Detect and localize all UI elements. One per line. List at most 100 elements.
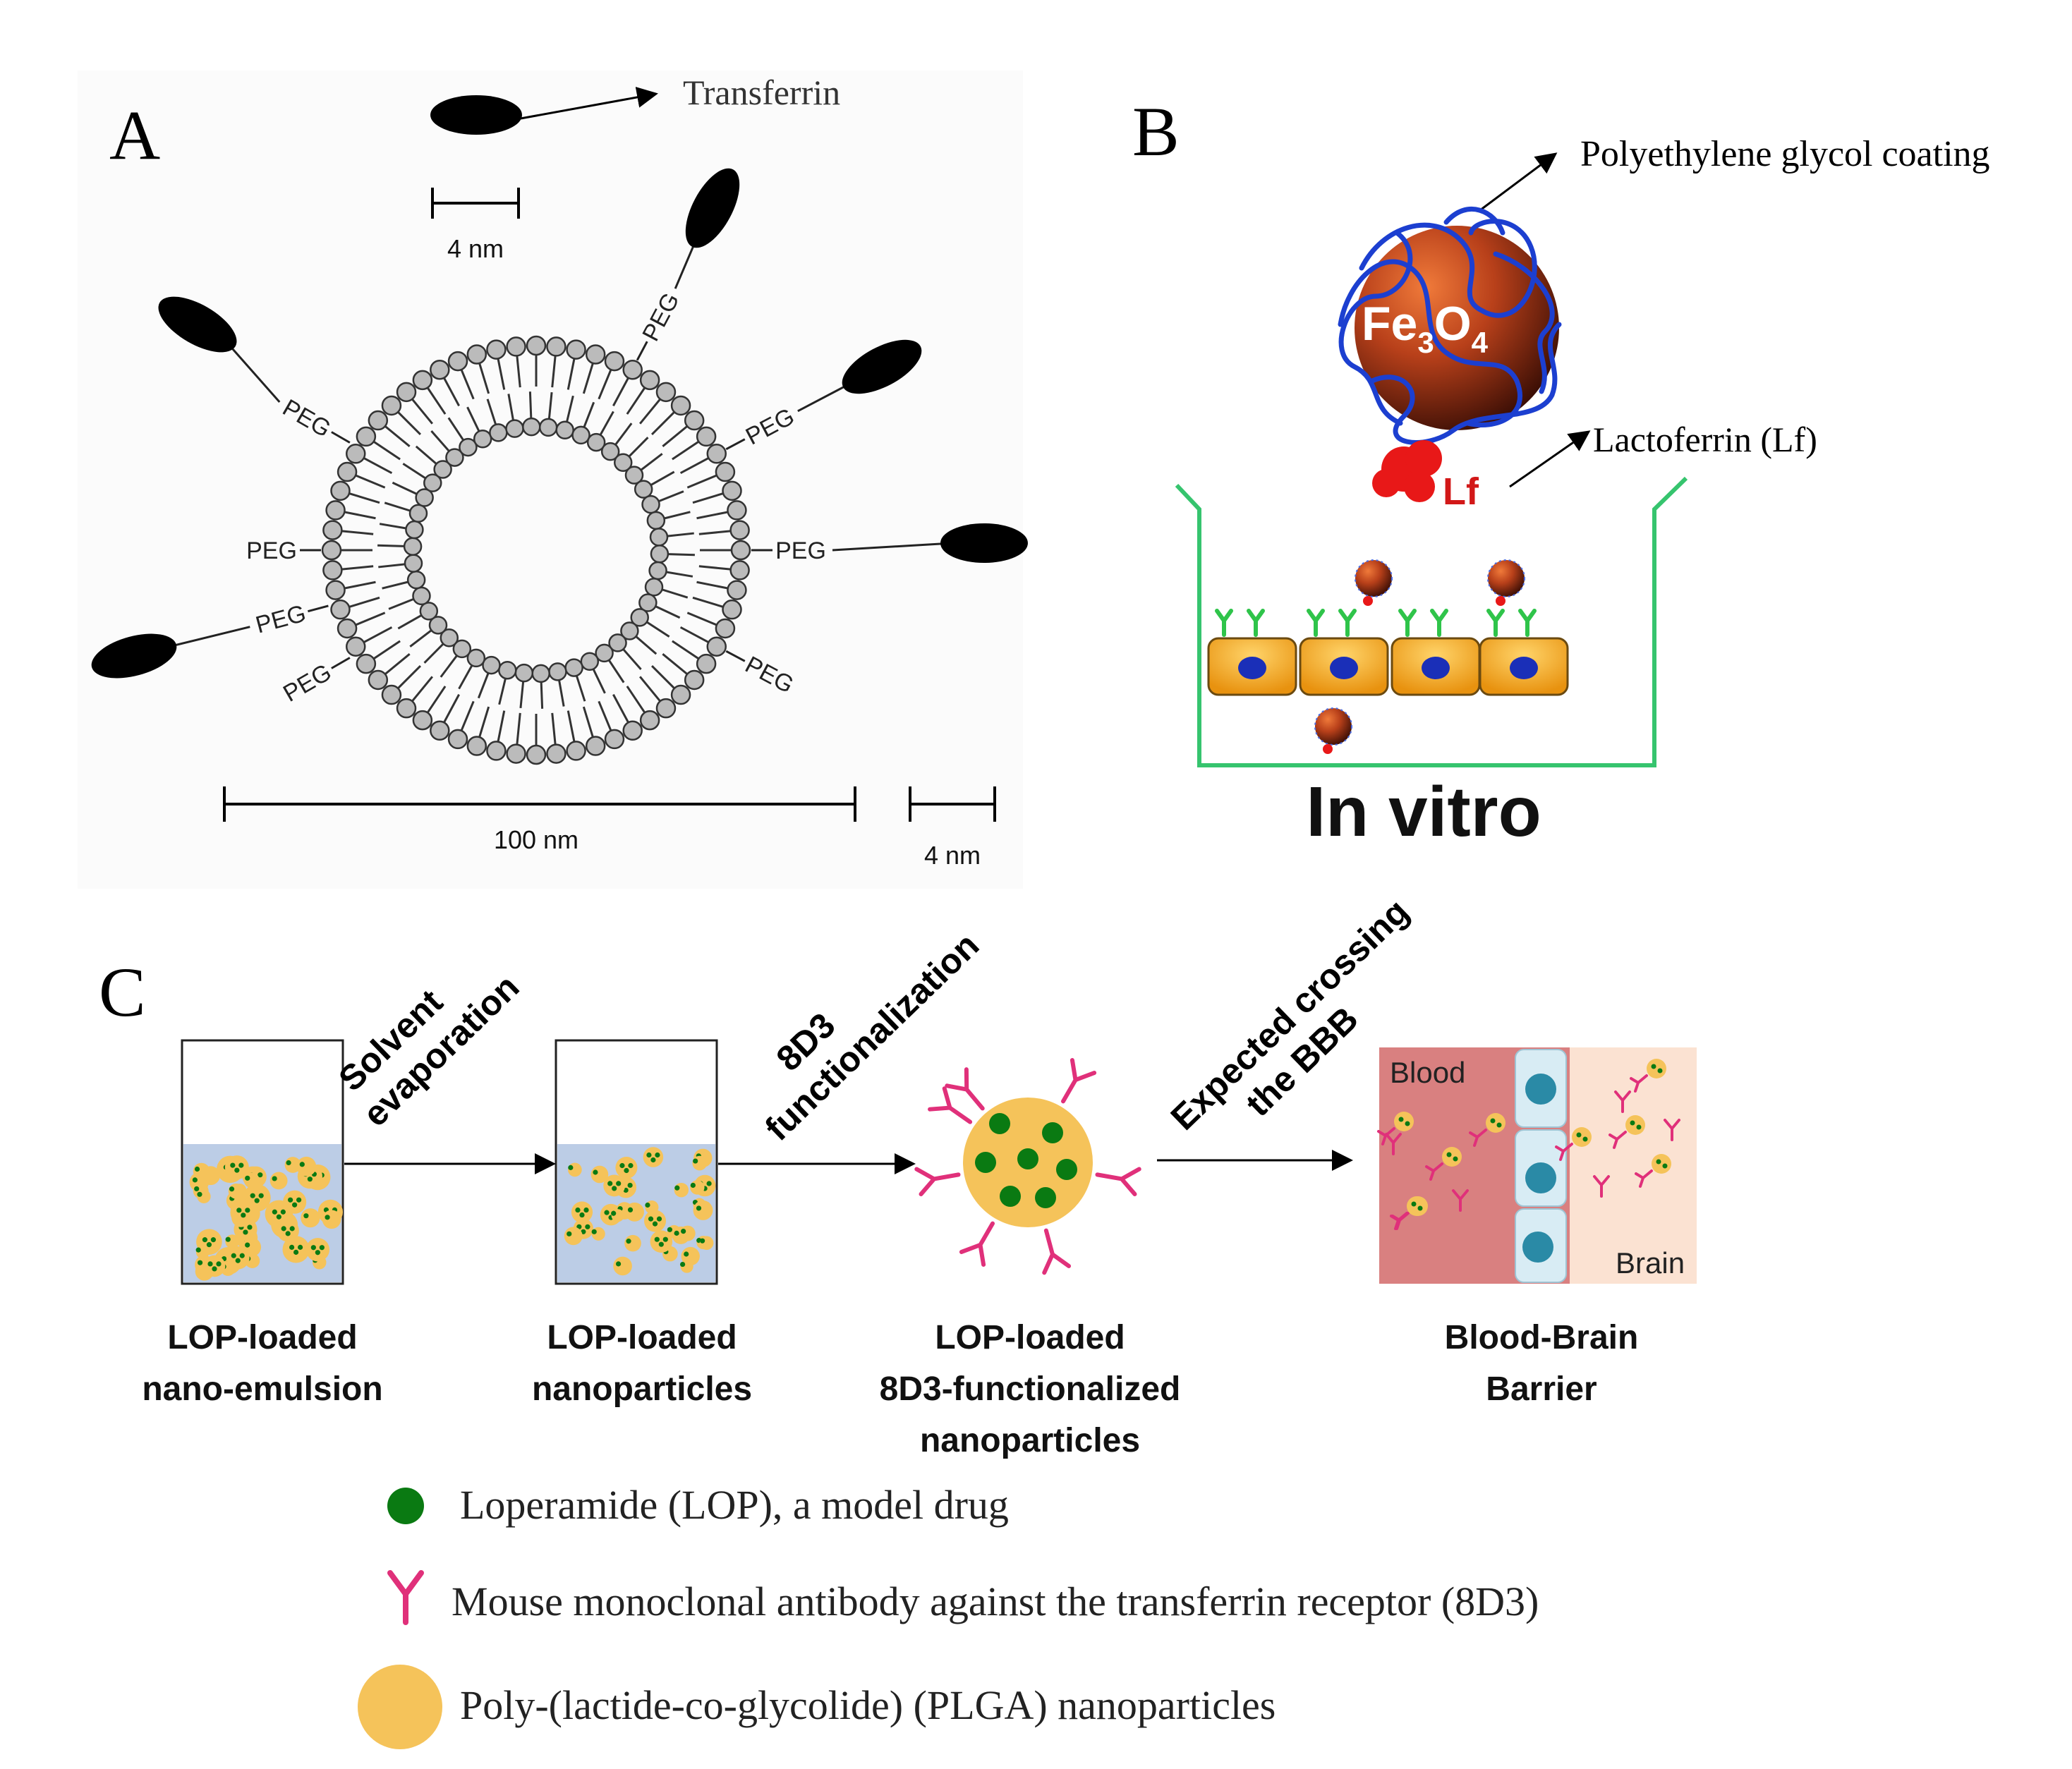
- lipid-head: [356, 426, 377, 447]
- drug-dot: [216, 1261, 222, 1267]
- drug-dot: [1035, 1187, 1056, 1208]
- drug-dot: [289, 1226, 295, 1232]
- receptor: [1338, 609, 1357, 637]
- plga-droplet: [590, 1165, 609, 1184]
- drug-dot: [286, 1160, 291, 1166]
- lipid-head: [670, 684, 691, 705]
- plga-droplet: [224, 1155, 249, 1180]
- plga-droplet: [625, 1202, 644, 1222]
- peg-coating-arrow: [1479, 152, 1558, 212]
- lipid-head: [630, 608, 649, 627]
- drug-dot: [1576, 1132, 1582, 1138]
- lipid-head: [368, 410, 389, 431]
- lipid-head: [696, 653, 717, 674]
- drug-dot: [197, 1191, 202, 1197]
- drug-dot: [1662, 1163, 1668, 1169]
- antibody-8d3: [1630, 1074, 1648, 1093]
- drug-dot: [307, 1177, 313, 1182]
- drug-dot: [658, 1241, 664, 1247]
- receptor: [1398, 609, 1417, 637]
- drug-dot: [652, 1221, 658, 1227]
- drug-dot: [285, 1231, 291, 1236]
- drug-dot: [1056, 1159, 1077, 1180]
- lipid-head: [727, 500, 747, 521]
- transferrin-ligand: [158, 296, 237, 353]
- drug-dot: [648, 1216, 654, 1222]
- peg-link: [331, 431, 351, 444]
- drug-dot: [258, 1172, 263, 1178]
- peg-coating-strands: [1338, 207, 1562, 445]
- antibody-8d3: [1608, 1131, 1627, 1149]
- drug-dot: [579, 1212, 585, 1218]
- drug-dot: [1582, 1136, 1588, 1142]
- drug-dot: [1398, 1117, 1404, 1122]
- beaker-nano-emulsion: [181, 1039, 344, 1285]
- drug-dot: [194, 1186, 200, 1192]
- iron-oxide-particle: [1355, 559, 1393, 597]
- drug-dot: [236, 1208, 242, 1213]
- liposome-bilayer: [321, 335, 751, 765]
- lipid-head: [345, 444, 366, 464]
- plga-particle: [1647, 1059, 1666, 1078]
- drug-dot: [303, 1213, 309, 1219]
- lactoferrin-arrow: [1509, 430, 1591, 488]
- drug-dot: [593, 1169, 598, 1175]
- receptor: [1247, 609, 1265, 637]
- antibody-8d3: [1042, 1228, 1072, 1275]
- cell-nucleus: [1330, 657, 1358, 679]
- drug-dot: [192, 1177, 198, 1183]
- lipid-head: [624, 466, 644, 485]
- drug-dot: [645, 1202, 650, 1208]
- transferrin-icon: [430, 95, 522, 135]
- lipid-head: [381, 395, 402, 416]
- drug-dot: [1405, 1121, 1410, 1126]
- drug-dot: [696, 1205, 702, 1211]
- drug-dot: [619, 1162, 625, 1169]
- orange-circle-icon: [358, 1665, 442, 1749]
- scale-bar-top: [431, 188, 520, 219]
- drug-dot: [210, 1237, 217, 1243]
- antibody-8d3: [1469, 1129, 1487, 1147]
- drug-dot: [1630, 1120, 1635, 1126]
- lipid-head: [715, 461, 736, 482]
- lipid-head: [722, 599, 742, 620]
- stage1-caption-line2: nano-emulsion: [142, 1370, 382, 1408]
- lipid-head: [486, 339, 507, 360]
- lipid-head: [325, 500, 346, 521]
- plga-droplet: [564, 1227, 583, 1246]
- peg-link: [331, 657, 351, 669]
- plga-droplet: [322, 1210, 341, 1229]
- drug-dot: [612, 1186, 617, 1191]
- drug-dot: [247, 1224, 253, 1230]
- lipid-head: [646, 511, 666, 530]
- antibody-8d3: [1614, 1090, 1631, 1113]
- lipid-head: [649, 528, 669, 547]
- lipid-head: [715, 618, 736, 639]
- lipid-head: [482, 655, 501, 675]
- brain-compartment: [1570, 1047, 1697, 1284]
- lipid-head: [613, 453, 633, 472]
- peg-label: PEG: [246, 537, 297, 564]
- fe3o4-label: Fe3O4: [1362, 297, 1489, 359]
- free-nanoparticles: [1314, 559, 1525, 754]
- stage1-caption-line1: LOP-loaded: [167, 1319, 357, 1356]
- lipid-head: [586, 432, 606, 452]
- drug-dot: [254, 1198, 260, 1203]
- lipid-head: [655, 382, 677, 403]
- iron-oxide-particle: [1487, 559, 1525, 597]
- plga-droplet: [277, 1220, 299, 1242]
- lipid-head: [571, 425, 590, 445]
- lipid-head: [638, 593, 658, 612]
- antibody-8d3: [1390, 1212, 1408, 1230]
- lipid-head: [322, 560, 343, 580]
- drug-dot: [272, 1176, 277, 1181]
- lipid-head: [423, 473, 442, 492]
- antibody-y-icon: [387, 1570, 424, 1625]
- lipid-head: [730, 540, 751, 561]
- drug-dot: [567, 1231, 572, 1236]
- lipid-head: [620, 621, 639, 640]
- plga-droplet: [305, 1238, 330, 1262]
- drug-dot: [1656, 1159, 1661, 1165]
- drug-dot: [583, 1207, 589, 1213]
